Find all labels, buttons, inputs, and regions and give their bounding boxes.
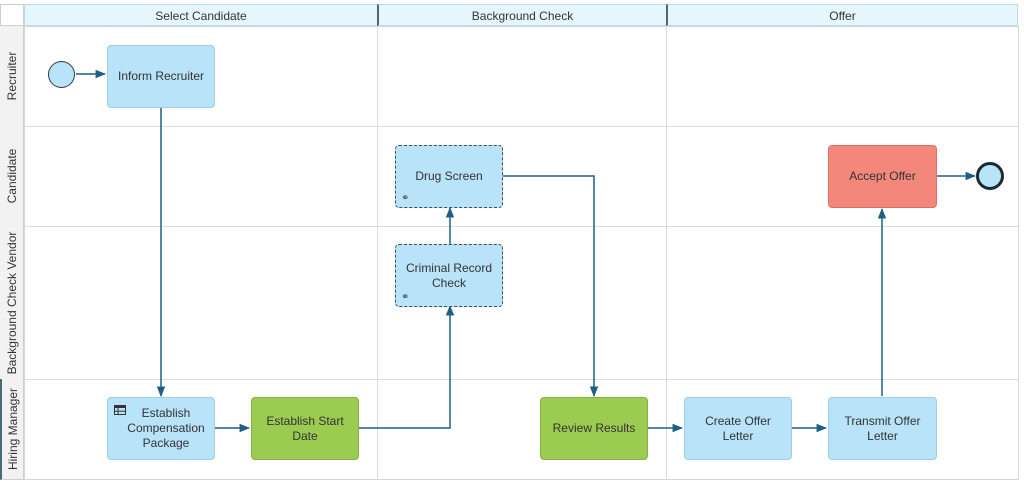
task-establish-start-date[interactable]: Establish Start Date — [251, 397, 359, 460]
lane-candidate[interactable]: Candidate — [0, 126, 24, 227]
task-transmit-offer-letter-label: Transmit Offer Letter — [844, 413, 921, 443]
task-accept-offer[interactable]: Accept Offer — [828, 145, 937, 208]
task-drug-screen-label: Drug Screen — [415, 169, 483, 183]
task-review-results[interactable]: Review Results — [540, 397, 648, 460]
task-establish-start-date-label: Establish Start Date — [266, 413, 344, 443]
lane-background-check-vendor[interactable]: Background Check Vendor — [0, 226, 24, 380]
task-drug-screen[interactable]: Drug Screen ⚭ — [395, 145, 503, 208]
task-create-offer-letter-label: Create Offer Letter — [705, 413, 771, 443]
header-corner — [0, 4, 24, 26]
task-transmit-offer-letter[interactable]: Transmit Offer Letter — [828, 397, 937, 460]
task-establish-compensation[interactable]: Establish Compensation Package — [107, 397, 215, 460]
lane-candidate-label: Candidate — [4, 148, 19, 204]
start-event[interactable] — [48, 61, 75, 88]
flow-drug-to-review — [503, 175, 599, 398]
link-icon: ⚭ — [401, 292, 410, 303]
task-review-results-label: Review Results — [552, 421, 636, 435]
lane-recruiter-label: Recruiter — [4, 51, 19, 101]
task-create-offer-letter[interactable]: Create Offer Letter — [684, 397, 792, 460]
lane-hiring-manager[interactable]: Hiring Manager — [0, 379, 24, 480]
lane-hiring-manager-label: Hiring Manager — [5, 387, 20, 471]
task-criminal-record-check-label: Criminal Record Check — [405, 260, 493, 290]
flow-startdate-to-criminal — [359, 304, 455, 429]
task-inform-recruiter-label: Inform Recruiter — [117, 69, 205, 83]
lane-recruiter[interactable]: Recruiter — [0, 26, 24, 127]
lane-background-check-vendor-label: Background Check Vendor — [4, 231, 19, 374]
phase-offer[interactable]: Offer — [666, 4, 1018, 26]
phase-background-check[interactable]: Background Check — [377, 4, 667, 26]
task-inform-recruiter[interactable]: Inform Recruiter — [107, 45, 215, 108]
task-accept-offer-label: Accept Offer — [849, 169, 916, 183]
end-event[interactable] — [976, 162, 1004, 190]
table-icon — [114, 405, 126, 415]
task-establish-compensation-label: Establish Compensation Package — [127, 406, 205, 450]
link-icon: ⚭ — [401, 193, 410, 204]
pool-border — [24, 26, 1019, 480]
task-criminal-record-check[interactable]: Criminal Record Check ⚭ — [395, 244, 503, 307]
phase-select-candidate[interactable]: Select Candidate — [24, 4, 378, 26]
